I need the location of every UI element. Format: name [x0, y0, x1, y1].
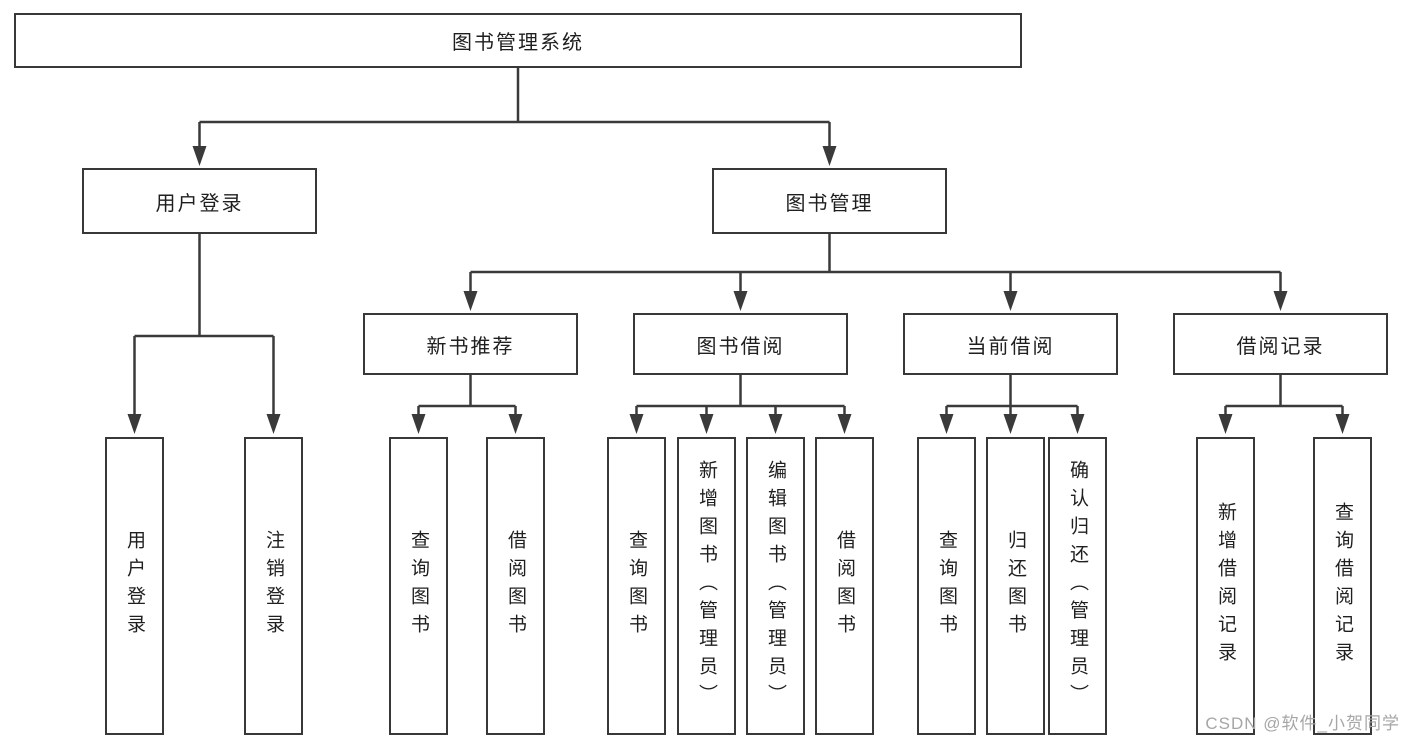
node-logout: 注销登录: [244, 437, 303, 735]
node-label: 借阅图书: [834, 530, 855, 642]
node-new-book-recommendation: 新书推荐: [363, 313, 578, 375]
node-borrowing-records: 借阅记录: [1173, 313, 1388, 375]
connector-lines: [133, 68, 1344, 416]
node-root: 图书管理系统: [14, 13, 1022, 68]
node-book-borrowing: 图书借阅: [633, 313, 848, 375]
node-label: 新增借阅记录: [1215, 502, 1236, 670]
node-label: 用户登录: [124, 530, 145, 642]
node-user-login-leaf: 用户登录: [105, 437, 164, 735]
node-label: 确认归还（管理员）: [1067, 460, 1088, 712]
node-label: 新增图书（管理员）: [696, 460, 717, 712]
node-label: 编辑图书（管理员）: [765, 460, 786, 712]
node-label: 归还图书: [1005, 530, 1026, 642]
node-current-borrowing: 当前借阅: [903, 313, 1118, 375]
node-label: 用户登录: [155, 192, 244, 215]
node-user-login: 用户登录: [82, 168, 317, 234]
node-label: 查询借阅记录: [1332, 502, 1353, 670]
node-confirm-return-admin: 确认归还（管理员）: [1048, 437, 1107, 735]
csdn-watermark: CSDN @软件_小贺同学: [1205, 714, 1400, 733]
node-label: 注销登录: [263, 530, 284, 642]
node-label: 当前借阅: [966, 335, 1055, 358]
node-return-book: 归还图书: [986, 437, 1045, 735]
node-edit-book-admin: 编辑图书（管理员）: [746, 437, 805, 735]
node-label: 查询图书: [936, 530, 957, 642]
node-label: 新书推荐: [426, 335, 515, 358]
node-label: 借阅记录: [1236, 335, 1325, 358]
node-query-books-recommend: 查询图书: [389, 437, 448, 735]
node-label: 图书管理系统: [452, 32, 584, 54]
node-label: 图书管理: [785, 192, 874, 215]
node-borrow-books-recommend: 借阅图书: [486, 437, 545, 735]
node-label: 查询图书: [408, 530, 429, 642]
node-label: 借阅图书: [505, 530, 526, 642]
node-add-borrow-record: 新增借阅记录: [1196, 437, 1255, 735]
node-book-management: 图书管理: [712, 168, 947, 234]
node-query-borrow-record: 查询借阅记录: [1313, 437, 1372, 735]
node-borrow-books-borrowing: 借阅图书: [815, 437, 874, 735]
node-query-books-current: 查询图书: [917, 437, 976, 735]
node-add-book-admin: 新增图书（管理员）: [677, 437, 736, 735]
node-query-books-borrowing: 查询图书: [607, 437, 666, 735]
node-label: 查询图书: [626, 530, 647, 642]
node-label: 图书借阅: [696, 335, 785, 358]
